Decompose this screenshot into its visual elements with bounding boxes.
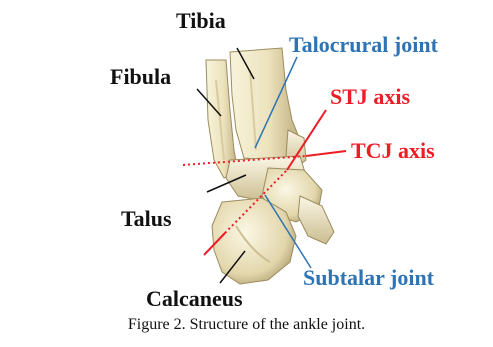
label-subtalar-joint: Subtalar joint (303, 265, 435, 290)
label-stj-axis: STJ axis (330, 84, 411, 109)
tcj-axis-leader (306, 151, 346, 156)
calcaneus-bone (212, 198, 296, 284)
label-tcj-axis: TCJ axis (351, 138, 435, 163)
label-tibia: Tibia (176, 8, 226, 33)
metatarsal-bones (298, 196, 334, 244)
ankle-bones-illustration (206, 48, 334, 284)
label-talocrural-joint: Talocrural joint (289, 32, 439, 57)
label-calcaneus: Calcaneus (146, 286, 243, 311)
figure-caption: Figure 2. Structure of the ankle joint. (0, 316, 493, 334)
label-talus: Talus (121, 206, 172, 231)
label-fibula: Fibula (110, 64, 171, 89)
